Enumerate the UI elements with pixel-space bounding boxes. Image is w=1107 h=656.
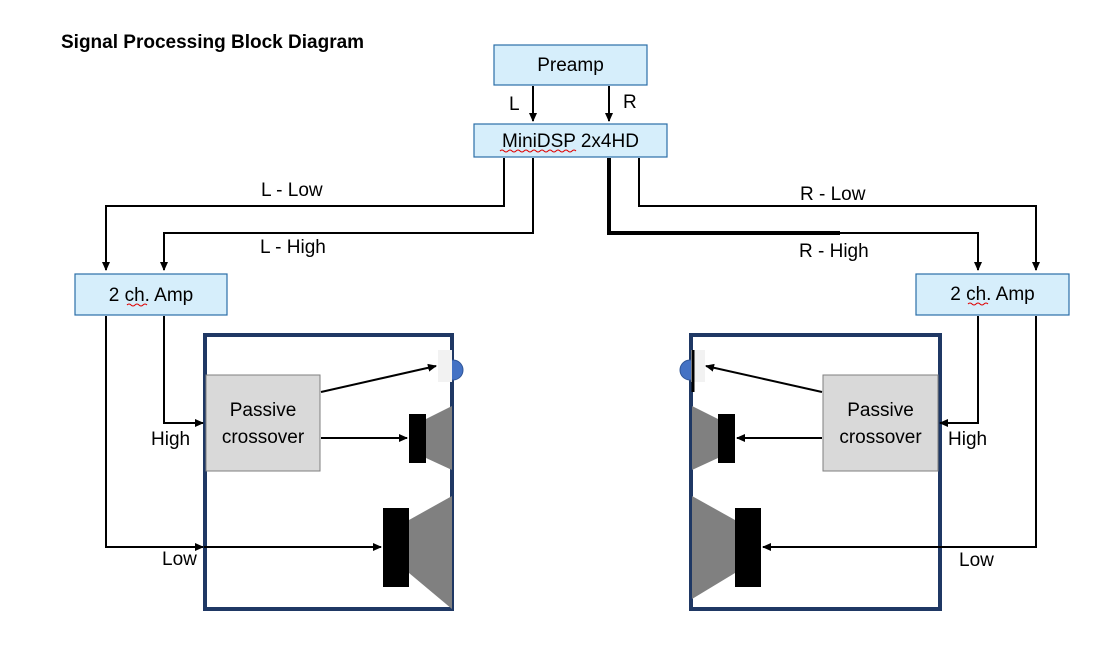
woofer-magnet [735, 508, 761, 587]
crossover-right-line1: Passive [847, 400, 914, 421]
l-low-label: L - Low [261, 180, 323, 201]
r-low-wire [638, 158, 1040, 271]
left-channel-label: L [509, 94, 520, 115]
l-low-wire [102, 158, 505, 271]
right-tweeter-wire [705, 363, 823, 393]
speaker-cabinet-right: Passive crossover [679, 333, 942, 611]
preamp-block: Preamp [493, 44, 648, 86]
crossover-right-line2: crossover [839, 427, 922, 448]
left-tweeter-wire [320, 363, 437, 393]
woofer-cone-icon [692, 496, 735, 599]
midrange-left [409, 406, 452, 470]
amp-left-block: 2 ch. Amp [74, 273, 228, 316]
woofer-cone-icon [409, 496, 452, 609]
low-right-label: Low [959, 550, 994, 571]
amp-right-label: 2 ch. Amp [950, 284, 1035, 305]
r-high-wire-thick [607, 158, 840, 235]
tweeter-right [679, 350, 705, 392]
spellcheck-underline [967, 302, 989, 306]
woofer-right [692, 496, 761, 599]
midrange-cone-icon [426, 406, 452, 470]
minidsp-block: MiniDSP 2x4HD [473, 123, 668, 158]
tweeter-plate [438, 350, 452, 382]
amp-right-block: 2 ch. Amp [915, 273, 1070, 316]
woofer-magnet [383, 508, 409, 587]
l-high-wire [160, 158, 534, 271]
crossover-left-line2: crossover [222, 427, 305, 448]
low-left-label: Low [162, 549, 197, 570]
spellcheck-underline [499, 149, 577, 153]
r-low-label: R - Low [800, 184, 866, 205]
left-high-feed [163, 316, 204, 427]
tweeter-left [438, 350, 464, 382]
preamp-label: Preamp [537, 55, 604, 76]
spellcheck-underline [126, 303, 148, 307]
minidsp-label: MiniDSP 2x4HD [502, 131, 639, 152]
crossover-right [822, 374, 939, 472]
right-channel-label: R [623, 92, 637, 113]
r-high-label: R - High [799, 241, 869, 262]
left-low-feed [105, 316, 204, 551]
crossover-left [205, 374, 321, 472]
crossover-left-line1: Passive [230, 400, 297, 421]
right-low-feed [762, 316, 1037, 551]
l-high-label: L - High [260, 237, 326, 258]
woofer-left [383, 496, 452, 609]
high-left-label: High [151, 429, 190, 450]
speaker-cabinet-left: Passive crossover [203, 333, 464, 611]
right-high-feed [939, 316, 979, 427]
midrange-cone-icon [692, 406, 718, 470]
diagram-title: Signal Processing Block Diagram [61, 32, 364, 53]
midrange-magnet [718, 414, 735, 463]
amp-left-label: 2 ch. Amp [109, 285, 194, 306]
midrange-magnet [409, 414, 426, 463]
midrange-right [692, 406, 735, 470]
r-high-wire [840, 232, 982, 271]
high-right-label: High [948, 429, 987, 450]
